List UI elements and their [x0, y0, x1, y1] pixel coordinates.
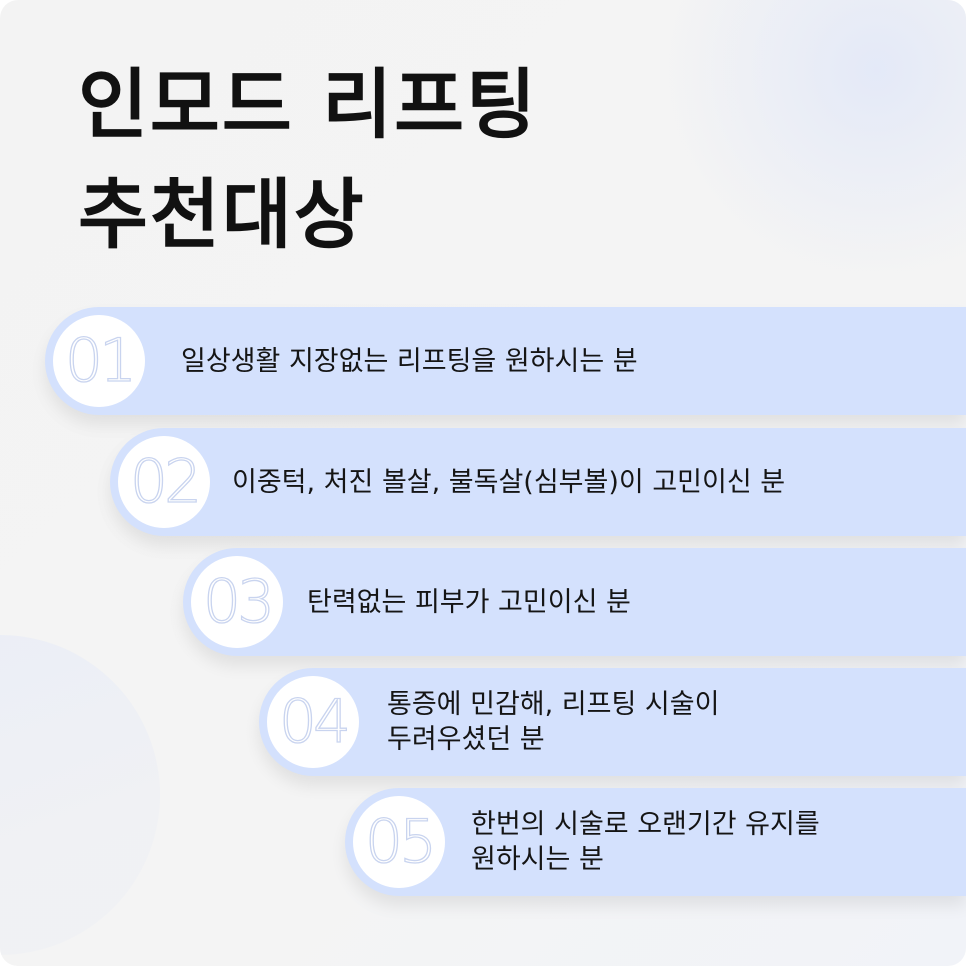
item-text-line: 탄력없는 피부가 고민이신 분: [307, 586, 631, 618]
number-badge: 01: [53, 315, 145, 407]
title-line-1: 인모드 리프팅: [78, 60, 538, 149]
item-text: 이중턱, 처진 볼살, 불독살(심부볼)이 고민이신 분: [232, 465, 785, 500]
item-text-line: 원하시는 분: [471, 844, 604, 875]
item-text-line: 일상생활 지장없는 리프팅을 원하시는 분: [181, 345, 638, 377]
item-text: 통증에 민감해, 리프팅 시술이 두려우셨던 분: [387, 687, 719, 757]
item-text-line: 통증에 민감해, 리프팅 시술이: [387, 689, 720, 720]
page-title: 인모드 리프팅 추천대상: [78, 50, 538, 270]
number-badge: 02: [118, 436, 210, 528]
title-line-2: 추천대상: [78, 170, 366, 259]
list-item-05: 05 한번의 시술로 오랜기간 유지를 원하시는 분: [345, 788, 966, 896]
number-badge: 04: [267, 676, 359, 768]
number-badge: 05: [353, 796, 445, 888]
list-item-01: 01 일상생활 지장없는 리프팅을 원하시는 분: [45, 307, 966, 415]
item-text-line: 한번의 시술로 오랜기간 유지를: [471, 809, 820, 840]
number-badge: 03: [191, 556, 283, 648]
decorative-circle: [0, 635, 160, 955]
item-text-line: 이중턱, 처진 볼살, 불독살(심부볼)이 고민이신 분: [232, 466, 786, 498]
item-text: 일상생활 지장없는 리프팅을 원하시는 분: [181, 344, 638, 379]
item-text-line: 두려우셨던 분: [387, 724, 545, 755]
item-text: 한번의 시술로 오랜기간 유지를 원하시는 분: [471, 807, 820, 877]
background-glow: [666, 0, 966, 280]
item-text: 탄력없는 피부가 고민이신 분: [307, 585, 631, 620]
list-item-02: 02 이중턱, 처진 볼살, 불독살(심부볼)이 고민이신 분: [110, 428, 966, 536]
list-item-03: 03 탄력없는 피부가 고민이신 분: [183, 548, 966, 656]
list-item-04: 04 통증에 민감해, 리프팅 시술이 두려우셨던 분: [259, 668, 966, 776]
